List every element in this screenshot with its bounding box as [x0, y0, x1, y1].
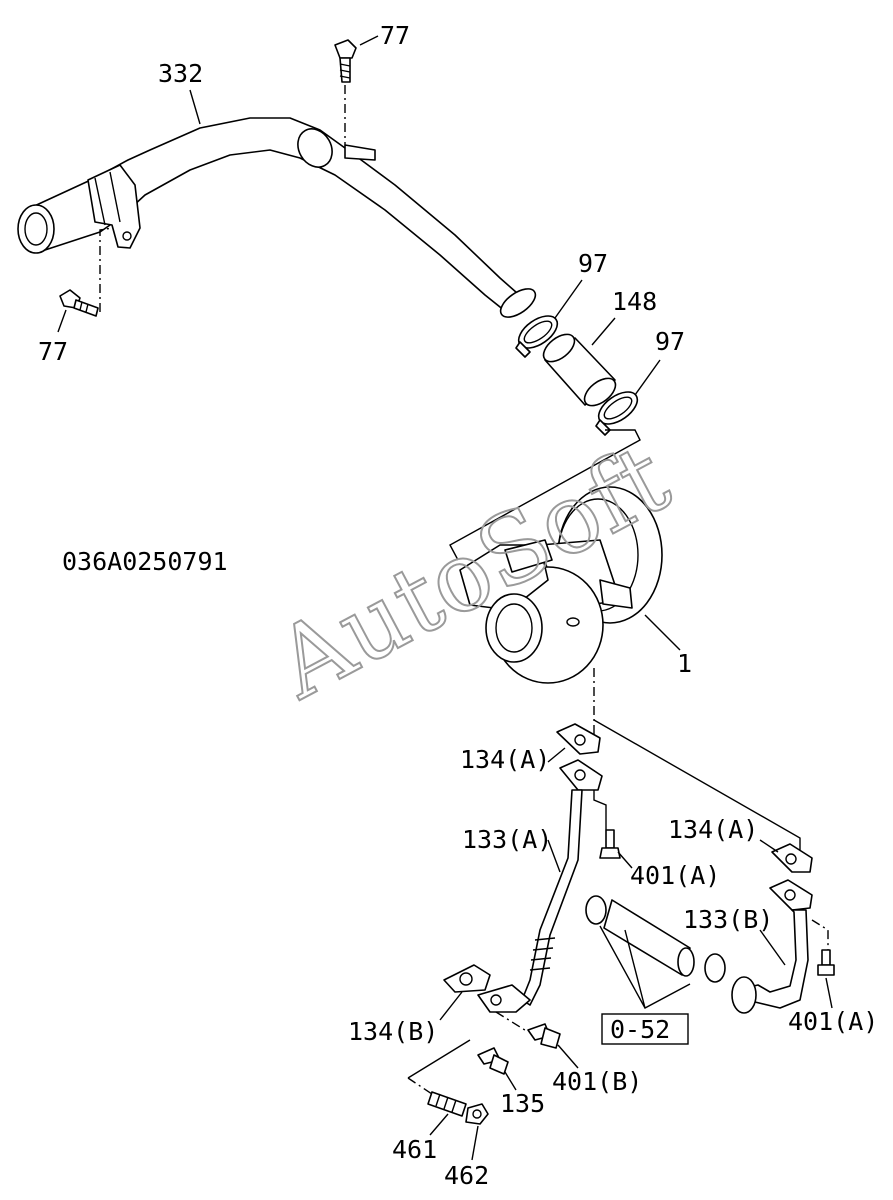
label-134a-upper: 134(A)	[460, 745, 550, 774]
bolt-77-top[interactable]	[334, 39, 357, 83]
oil-feed-pipe-133a[interactable]	[477, 759, 603, 1013]
label-134b: 134(B)	[348, 1017, 438, 1046]
label-77-left: 77	[38, 337, 68, 366]
nut-462[interactable]	[465, 1103, 489, 1125]
kit-box-0-52	[601, 1013, 689, 1045]
label-133b: 133(B)	[683, 905, 773, 934]
gasket-134a-upper[interactable]	[556, 723, 601, 755]
label-401a-right: 401(A)	[788, 1007, 878, 1036]
label-77-top: 77	[380, 21, 410, 50]
intake-pipe-332[interactable]	[17, 117, 540, 323]
label-0-52: 0-52	[610, 1015, 670, 1044]
bolt-135[interactable]	[477, 1047, 509, 1075]
hose-clamp-97-lower[interactable]	[593, 386, 643, 436]
label-401b: 401(B)	[552, 1067, 642, 1096]
turbocharger-1[interactable]	[459, 486, 663, 684]
bolt-401a-right[interactable]	[817, 949, 835, 976]
gasket-134b[interactable]	[443, 964, 491, 993]
bolt-401a-left[interactable]	[599, 829, 621, 859]
label-135: 135	[500, 1089, 545, 1118]
label-97-upper: 97	[578, 249, 608, 278]
hose-kit-0-52[interactable]	[585, 895, 726, 983]
hose-clamp-97-upper[interactable]	[513, 310, 563, 358]
stud-461[interactable]	[427, 1091, 467, 1117]
label-148: 148	[612, 287, 657, 316]
gasket-134a-right[interactable]	[771, 843, 813, 873]
oil-return-pipe-133b[interactable]	[731, 879, 813, 1014]
drawing-code: 036A0250791	[62, 547, 228, 576]
label-134a-right: 134(A)	[668, 815, 758, 844]
bolt-401b[interactable]	[527, 1023, 561, 1049]
label-462: 462	[444, 1161, 489, 1190]
hose-148[interactable]	[539, 329, 621, 411]
label-133a: 133(A)	[462, 825, 552, 854]
bolt-77-left[interactable]	[59, 289, 99, 317]
label-401a-left: 401(A)	[630, 861, 720, 890]
label-461: 461	[392, 1135, 437, 1164]
label-1: 1	[677, 649, 692, 678]
label-97-lower: 97	[655, 327, 685, 356]
label-332: 332	[158, 59, 203, 88]
